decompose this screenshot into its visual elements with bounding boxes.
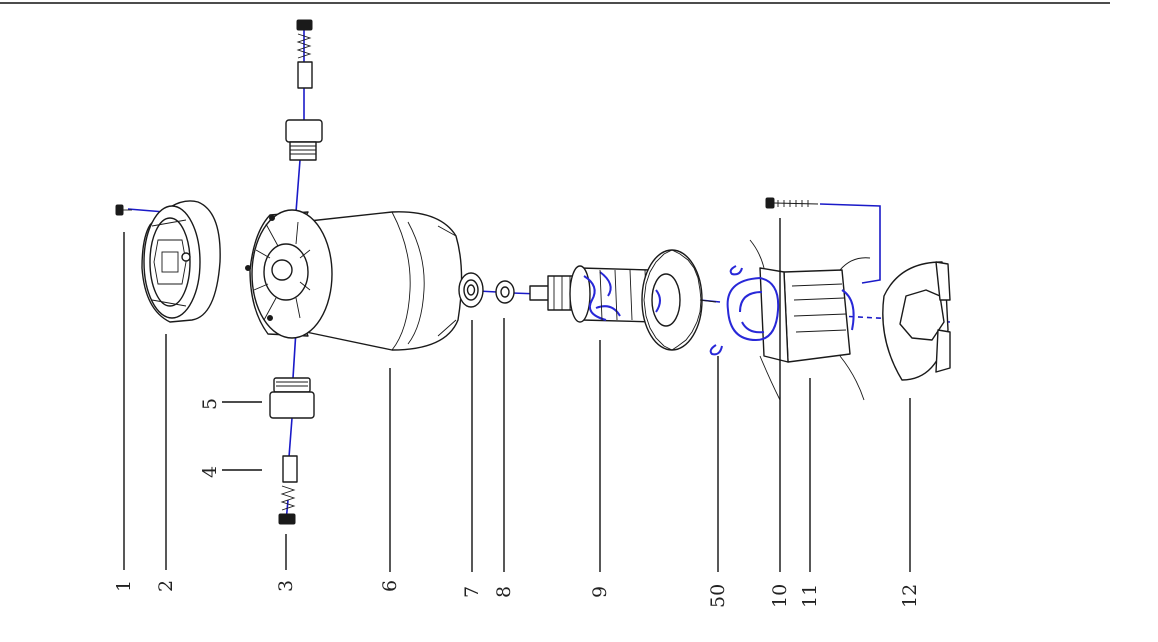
part-7-bearing bbox=[458, 272, 484, 308]
label-part-12: 12 bbox=[899, 584, 921, 608]
label-part-4: 4 bbox=[199, 466, 221, 478]
part-10-stator-screw bbox=[765, 197, 819, 209]
bottom-brush-assembly bbox=[269, 377, 315, 525]
leader-lines bbox=[123, 218, 911, 572]
label-part-8: 8 bbox=[493, 586, 515, 598]
part-2-end-cap bbox=[141, 200, 221, 323]
armature-fan bbox=[641, 249, 703, 351]
part-12-baffle-plate bbox=[882, 261, 951, 381]
label-part-2: 2 bbox=[155, 580, 177, 592]
label-part-7: 7 bbox=[461, 586, 483, 598]
part-8-washer bbox=[495, 280, 515, 304]
label-part-6: 6 bbox=[379, 580, 401, 592]
label-part-1: 1 bbox=[113, 580, 135, 592]
label-part-5: 5 bbox=[199, 398, 221, 410]
label-part-3: 3 bbox=[275, 580, 297, 592]
part-6-motor-housing bbox=[245, 209, 463, 351]
label-part-9: 9 bbox=[589, 586, 611, 598]
part-labels: 1 2 3 4 5 6 7 8 9 50 10 11 12 bbox=[113, 398, 921, 608]
label-part-50: 50 bbox=[707, 584, 729, 608]
label-part-11: 11 bbox=[799, 584, 821, 608]
top-brush-assembly bbox=[285, 19, 323, 161]
part-9-armature bbox=[529, 249, 717, 351]
part-1-screw bbox=[115, 204, 132, 216]
part-11-stator bbox=[726, 239, 871, 401]
label-part-10: 10 bbox=[769, 584, 791, 608]
part-50-wire-clip bbox=[709, 265, 743, 356]
